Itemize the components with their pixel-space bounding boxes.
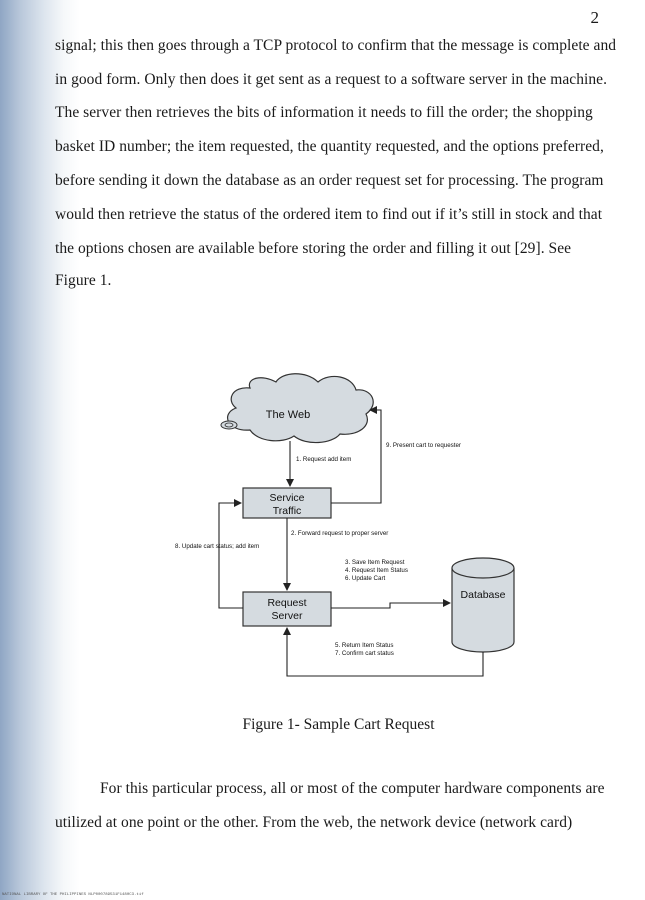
database-label: Database	[461, 589, 506, 601]
paragraph-line: Figure 1.	[55, 272, 112, 289]
paragraph-line: signal; this then goes through a TCP pro…	[55, 37, 617, 54]
paragraph-line: For this particular process, all or most…	[100, 780, 605, 797]
arrow-update-cart-status	[218, 499, 243, 609]
label-step-5: 5. Return Item Status	[335, 642, 393, 649]
web-label: The Web	[266, 409, 310, 421]
paragraph-line: The server then retrieves the bits of in…	[55, 104, 593, 121]
page-number: 2	[590, 8, 600, 27]
paragraph-line: basket ID number; the item requested, th…	[55, 138, 604, 155]
arrow-present-cart	[331, 406, 382, 504]
paragraph-line: before sending it down the database as a…	[55, 172, 604, 189]
paragraph-line: utilized at one point or the other. From…	[55, 814, 573, 831]
arrow-save-item-request	[331, 599, 451, 609]
arrow-return-item-status	[283, 627, 484, 677]
service-traffic-label-1: Service	[269, 492, 304, 504]
paragraph-line: would then retrieve the status of the or…	[55, 206, 603, 223]
request-server-box	[242, 591, 332, 627]
label-step-3: 3. Save Item Request	[345, 559, 405, 566]
label-step-7: 7. Confirm cart status	[335, 650, 394, 657]
label-step-8: 8. Update cart status; add item	[175, 543, 259, 550]
database-cylinder	[451, 557, 515, 653]
label-step-4: 4. Request Item Status	[345, 567, 408, 574]
label-step-1: 1. Request add item	[296, 456, 351, 463]
request-server-label-1: Request	[267, 597, 306, 609]
label-step-6: 6. Update Cart	[345, 575, 386, 582]
figure-caption: Figure 1- Sample Cart Request	[242, 716, 435, 733]
service-traffic-box	[242, 487, 332, 519]
label-step-2: 2. Forward request to proper server	[291, 530, 388, 537]
label-step-9: 9. Present cart to requester	[386, 442, 461, 449]
paragraph-line: the options chosen are available before …	[55, 240, 572, 257]
request-server-label-2: Server	[272, 610, 303, 622]
paragraph-line: in good form. Only then does it get sent…	[55, 71, 608, 88]
web-cloud	[220, 373, 374, 444]
service-traffic-label-2: Traffic	[273, 505, 302, 517]
scan-footer-mark: NATIONAL LIBRARY OF THE PHILIPPINES NLP0…	[2, 893, 144, 897]
